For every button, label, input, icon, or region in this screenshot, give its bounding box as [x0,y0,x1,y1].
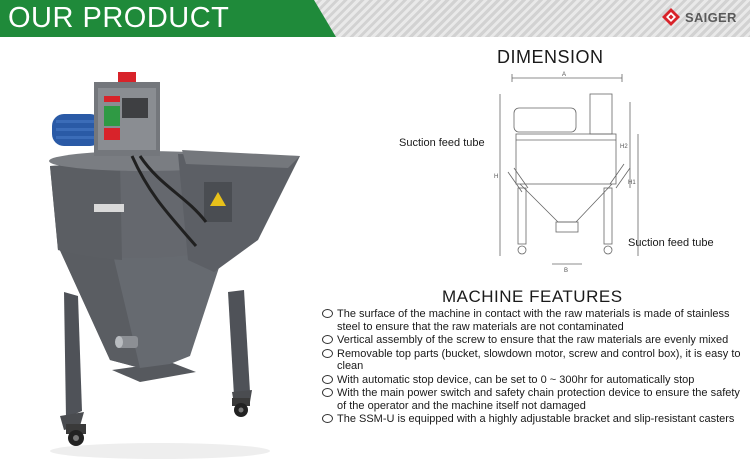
list-item: The surface of the machine in contact wi… [322,308,746,333]
features-title: MACHINE FEATURES [442,287,623,306]
feature-text: With automatic stop device, can be set t… [337,373,695,386]
dim-label-h: H [494,174,498,180]
list-item: With automatic stop device, can be set t… [322,374,746,387]
feature-text: With the main power switch and safety ch… [337,387,740,412]
product-photo [49,72,300,459]
list-item: Vertical assembly of the screw to ensure… [322,334,746,347]
dimension-drawing: A H H2 H1 B [494,72,639,274]
header: OUR PRODUCT SAIGER [0,0,750,37]
dim-label-h2: H2 [620,144,628,150]
dimension-title: DIMENSION [497,47,604,67]
dim-label-h1: H1 [628,180,636,186]
bullet-circle-icon [322,348,333,358]
list-item: With the main power switch and safety ch… [322,387,746,412]
feature-text: The surface of the machine in contact wi… [337,308,730,333]
brand-name: SAIGER [685,9,737,25]
bullet-circle-icon [322,374,333,384]
feature-text: The SSM-U is equipped with a highly adju… [337,413,735,425]
saiger-logo-icon [662,8,680,26]
header-banner [0,0,336,37]
list-item: The SSM-U is equipped with a highly adju… [322,413,746,426]
page-title: OUR PRODUCT [8,2,230,34]
bullet-circle-icon [322,335,333,344]
feature-text: Removable top parts (bucket, slowdown mo… [337,347,741,373]
feature-text: Vertical assembly of the screw to ensure… [337,334,729,346]
bullet-circle-icon [322,388,333,397]
list-item: Removable top parts (bucket, slowdown mo… [322,348,746,373]
bullet-circle-icon [322,414,333,423]
brand-logo: SAIGER [662,8,737,26]
bullet-circle-icon [322,309,333,318]
suction-feed-tube-callout-left: Suction feed tube [399,137,485,149]
feature-list: The surface of the machine in contact wi… [322,308,746,427]
suction-feed-tube-callout-right: Suction feed tube [628,237,714,249]
dim-label-a: A [562,72,566,78]
dim-label-b: B [564,268,568,274]
